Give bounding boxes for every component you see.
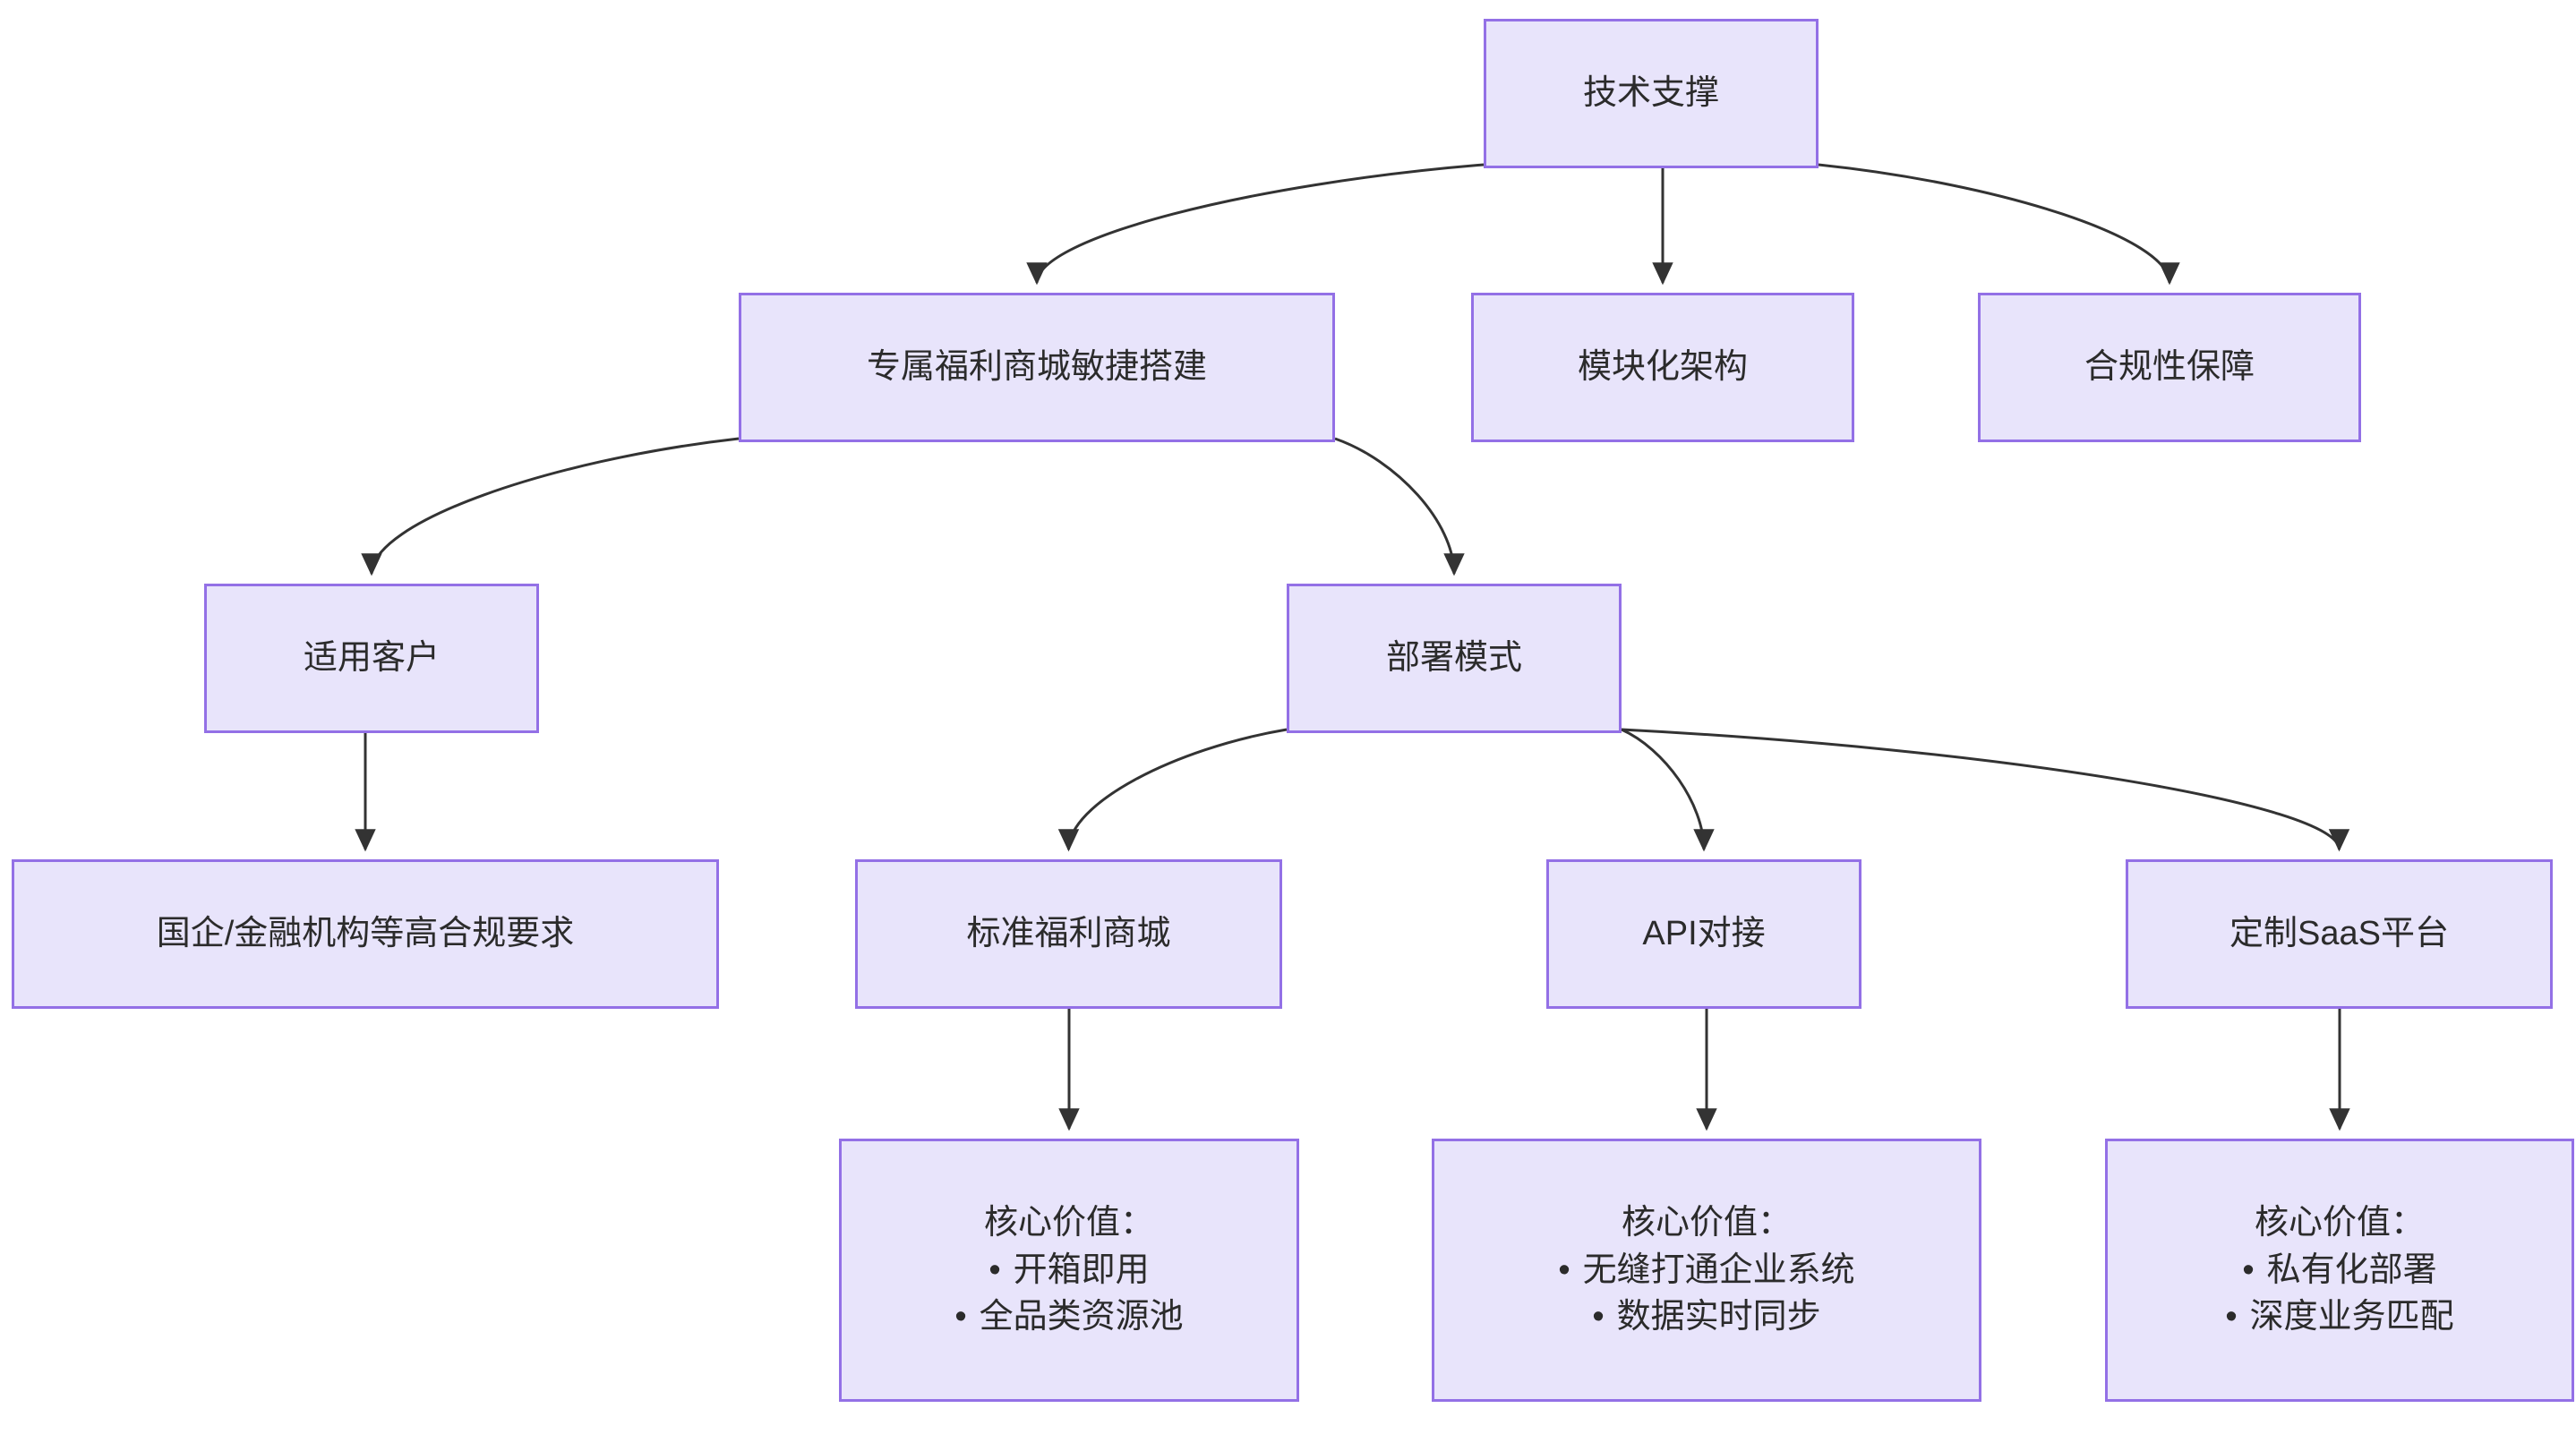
- node-bullet-list: 无缝打通企业系统数据实时同步: [1558, 1247, 1855, 1341]
- node-bullet-list: 私有化部署深度业务匹配: [2225, 1247, 2454, 1341]
- node-gov[interactable]: 国企/金融机构等高合规要求: [12, 859, 719, 1009]
- node-bullet-item: 私有化部署: [2225, 1247, 2453, 1293]
- node-value_saas[interactable]: 核心价值： 私有化部署深度业务匹配: [2105, 1139, 2574, 1402]
- node-label: 标准福利商城: [966, 915, 1171, 953]
- edge-deploy-to-api: [1621, 728, 1715, 852]
- node-compliance[interactable]: 合规性保障: [1978, 293, 2361, 442]
- node-bullet-list: 开箱即用全品类资源池: [954, 1247, 1184, 1341]
- node-bullet-item: 无缝打通企业系统: [1558, 1247, 1855, 1293]
- edge-tech-to-compliance: [1818, 163, 2180, 286]
- edge-deploy-to-standard: [1057, 728, 1288, 852]
- edge-deploy-to-saas: [1621, 728, 2350, 852]
- node-label: 国企/金融机构等高合规要求: [156, 915, 575, 953]
- node-tech[interactable]: 技术支撑: [1484, 19, 1819, 168]
- node-label: 技术支撑: [1582, 74, 1719, 113]
- node-bullet-item: 开箱即用: [954, 1247, 1183, 1293]
- node-bullet-item: 深度业务匹配: [2225, 1293, 2454, 1340]
- node-title: 核心价值：: [1621, 1204, 1792, 1242]
- node-value_standard[interactable]: 核心价值： 开箱即用全品类资源池: [839, 1139, 1299, 1402]
- node-customers[interactable]: 适用客户: [204, 584, 539, 733]
- node-bullet-item: 全品类资源池: [954, 1293, 1184, 1340]
- node-deploy[interactable]: 部署模式: [1287, 584, 1622, 733]
- node-label: 部署模式: [1385, 639, 1522, 678]
- node-mall[interactable]: 专属福利商城敏捷搭建: [739, 293, 1335, 442]
- edge-tech-to-mall: [1026, 163, 1485, 286]
- node-label: 适用客户: [303, 639, 440, 678]
- node-label: 模块化架构: [1577, 348, 1748, 387]
- node-label: 合规性保障: [2084, 348, 2255, 387]
- node-saas[interactable]: 定制SaaS平台: [2126, 859, 2553, 1009]
- node-value_api[interactable]: 核心价值： 无缝打通企业系统数据实时同步: [1432, 1139, 1981, 1402]
- node-label: API对接: [1642, 915, 1766, 953]
- node-title: 核心价值：: [2254, 1204, 2425, 1242]
- node-title: 核心价值：: [983, 1204, 1154, 1242]
- node-bullet-item: 数据实时同步: [1558, 1293, 1854, 1340]
- node-standard[interactable]: 标准福利商城: [855, 859, 1282, 1009]
- edge-mall-to-customers: [361, 437, 740, 576]
- node-label: 定制SaaS平台: [2229, 915, 2449, 953]
- node-modular[interactable]: 模块化架构: [1471, 293, 1854, 442]
- edge-mall-to-deploy: [1334, 437, 1465, 576]
- node-api[interactable]: API对接: [1546, 859, 1861, 1009]
- node-label: 专属福利商城敏捷搭建: [866, 348, 1207, 387]
